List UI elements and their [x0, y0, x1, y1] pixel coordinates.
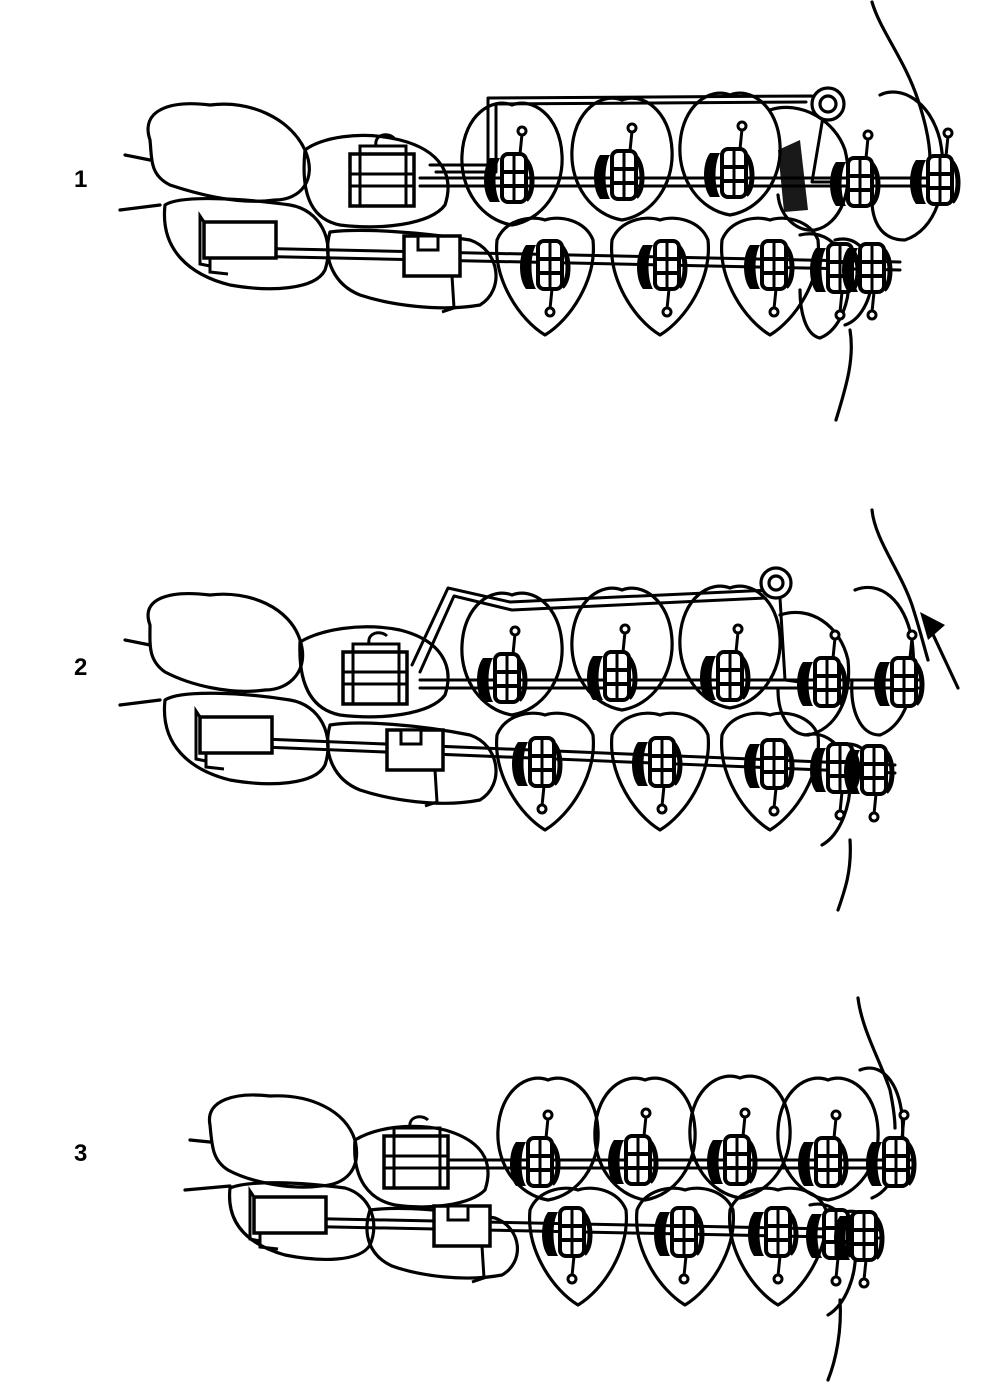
panel-3-label: 3 [74, 1140, 88, 1167]
panel-1-illustration [118, 0, 958, 422]
panel-2-illustration [118, 508, 960, 912]
panel-2-label: 2 [74, 654, 88, 681]
panel-3-illustration [183, 996, 914, 1382]
panel-1-label: 1 [74, 166, 88, 193]
